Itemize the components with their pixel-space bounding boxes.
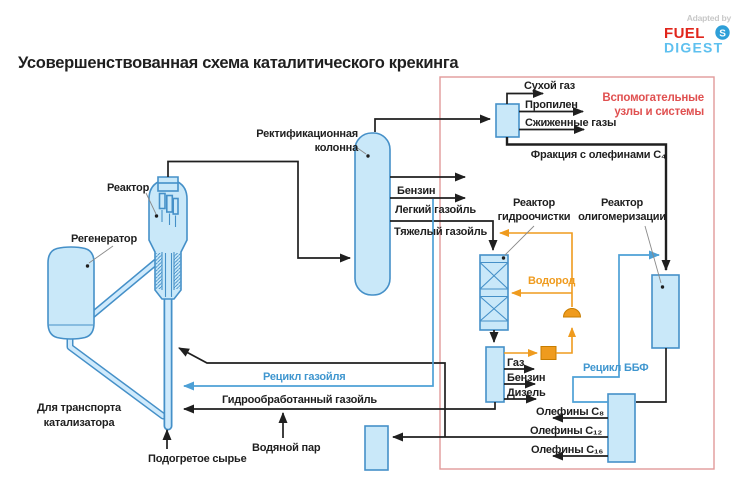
cyclone-3	[172, 197, 179, 215]
propylene-label: Пропилен	[525, 99, 578, 111]
logo-fuel-text: FUEL	[664, 25, 705, 42]
product-box	[364, 425, 389, 471]
catalyst-transport-label-line2: катализатора	[44, 417, 116, 429]
fuel-digest-logo: Adapted by FUEL S DIGEST	[664, 13, 732, 56]
dry-gas-line	[506, 89, 544, 104]
olefins-c16-label: Олефины C₁₆	[531, 444, 603, 456]
recycle-streams-blue	[183, 199, 660, 403]
logo-adapted-by: Adapted by	[687, 13, 732, 23]
bbf-recycle-label: Рецикл ББФ	[583, 362, 648, 374]
aux-units-label-line2: узлы и системы	[614, 106, 704, 118]
cyclone-plenum	[157, 182, 179, 192]
olefins-c12-label: Олефины C₁₂	[530, 425, 602, 437]
regenerator-body	[47, 246, 95, 340]
hydrotreated-gasoil-recycle-line	[183, 402, 496, 414]
stripper-hatch-left	[155, 253, 162, 289]
ht-product-separator	[485, 346, 505, 403]
process-streams-black	[162, 89, 671, 461]
hydrogen-to-feed-line	[499, 229, 573, 307]
c4-fraction-line	[505, 137, 671, 271]
heavy-gasoil-line	[390, 220, 498, 251]
cyclone-2	[166, 194, 174, 213]
logo-digest-text: DIGEST	[664, 40, 723, 56]
hydrogen-streams-orange	[499, 229, 576, 357]
dry-gas-label: Сухой газ	[524, 80, 576, 92]
label-pointers	[85, 146, 665, 289]
light-gasoil-label: Легкий газойль	[395, 204, 476, 216]
treatment-to-compressor-line	[556, 327, 576, 354]
cyclone-1	[158, 192, 166, 210]
oligomerization-label-line2: олигомеризации	[578, 211, 666, 223]
hydrotreater-label-line2: гидроочистки	[498, 211, 571, 223]
oligomerization-reactor	[651, 274, 680, 349]
page-title: Усовершенствованная схема каталитическог…	[18, 54, 459, 72]
column-overhead-line	[374, 114, 491, 132]
riser-recycle-line	[178, 347, 446, 437]
fractionator-column	[354, 132, 391, 296]
gasoil-recycle-label: Рецикл газойля	[263, 371, 346, 383]
gas-treatment-box	[540, 346, 557, 360]
regenerator-vessel	[47, 246, 95, 340]
preheated-feed-label: Подогретое сырье	[148, 453, 247, 465]
hydrotreater-bed-lines	[480, 261, 508, 322]
stripper-hatch-right	[174, 253, 181, 289]
regenerator-label: Регенератор	[71, 233, 137, 245]
logo-drop-icon	[715, 25, 730, 40]
hydrotreater-vessel	[479, 254, 509, 331]
logo-s-glyph: S	[719, 29, 726, 40]
column-label-line1: Ректификационная	[256, 128, 358, 140]
bbf-recycle-line	[572, 250, 660, 403]
ht-gas-label: Газ	[507, 357, 525, 369]
aux-units-label-line1: Вспомогательные	[602, 92, 704, 104]
hydrotreated-gasoil-label: Гидрообработанный газойль	[222, 394, 377, 406]
olefins-separator	[607, 393, 636, 463]
c4-fraction-label: Фракция с олефинами C₄	[531, 149, 666, 161]
ht-gasoline-label: Бензин	[507, 372, 545, 384]
reactor-to-column-line	[167, 160, 351, 263]
hydrogen-label: Водород	[528, 275, 575, 287]
steam-label: Водяной пар	[252, 442, 321, 454]
catalyst-transport-label-line1: Для транспорта	[37, 402, 122, 414]
hydrogen-compressor-dome	[562, 308, 582, 318]
oligomerization-label-line1: Реактор	[601, 197, 644, 209]
reactor-label: Реактор	[107, 182, 150, 194]
oligomerization-outlet-line	[636, 348, 667, 403]
spent-catalyst-pipe-inner	[88, 260, 158, 319]
stripper-inner-walls	[161, 252, 175, 290]
liquefied-gases-label: Сжиженные газы	[525, 117, 616, 129]
olefins-c8-label: Олефины C₈	[536, 406, 604, 418]
ht-diesel-label: Дизель	[507, 387, 546, 399]
cyclone-diplegs	[161, 210, 177, 227]
gasoline-label: Бензин	[397, 185, 435, 197]
gasoil-recycle-line	[183, 199, 434, 391]
column-label-line2: колонна	[315, 142, 359, 154]
reactor-vessel	[148, 176, 188, 300]
hydrotreater-packing-x	[479, 262, 509, 322]
heavy-gasoil-label: Тяжелый газойль	[394, 226, 488, 238]
gas-separator-box	[495, 103, 520, 138]
inner-riser-tube	[164, 253, 173, 297]
auxiliary-units-frame	[439, 76, 715, 470]
hydrotreater-label-line1: Реактор	[513, 197, 556, 209]
